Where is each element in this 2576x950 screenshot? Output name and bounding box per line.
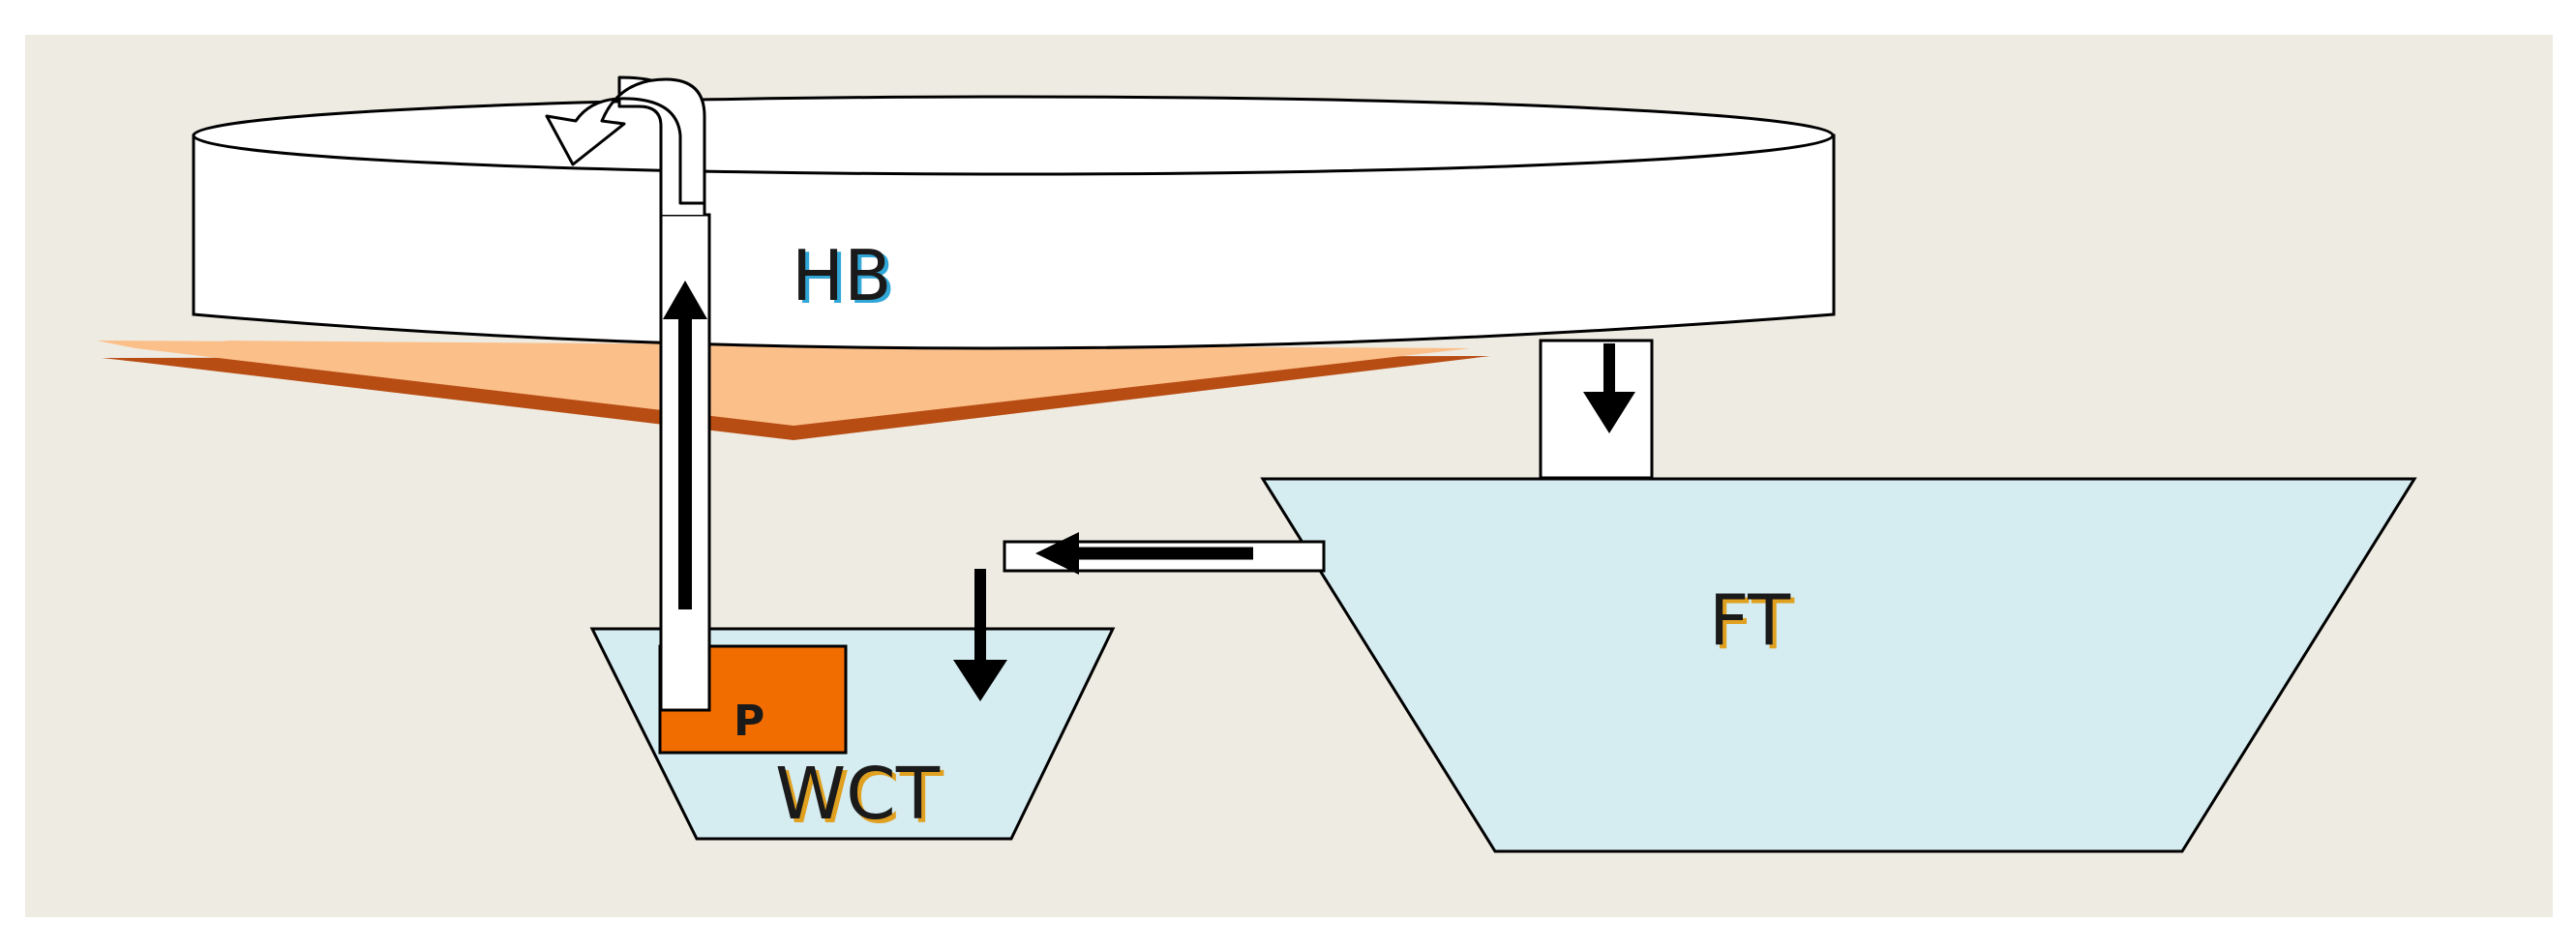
wct-label-shadow: WCT [779, 757, 944, 840]
pump-label: P [734, 697, 764, 746]
hb-label-shadow: HB [795, 238, 896, 319]
arrow-up-icon [663, 281, 707, 609]
curved-return-arrow-icon [545, 77, 706, 205]
wct-label: WCT [775, 753, 941, 836]
arrow-down-icon [953, 569, 1007, 701]
hb-label: HB [792, 235, 892, 316]
arrow-left-icon [1035, 532, 1253, 575]
arrow-down-icon [1583, 343, 1635, 433]
ft-tank [1260, 477, 2417, 853]
hb-basin-body [192, 134, 1836, 350]
sediment-layer-core [223, 341, 1413, 421]
ft-label: FT [1709, 579, 1791, 661]
ft-label-shadow: FT [1713, 583, 1795, 665]
hb-basin-rim [192, 95, 1835, 176]
